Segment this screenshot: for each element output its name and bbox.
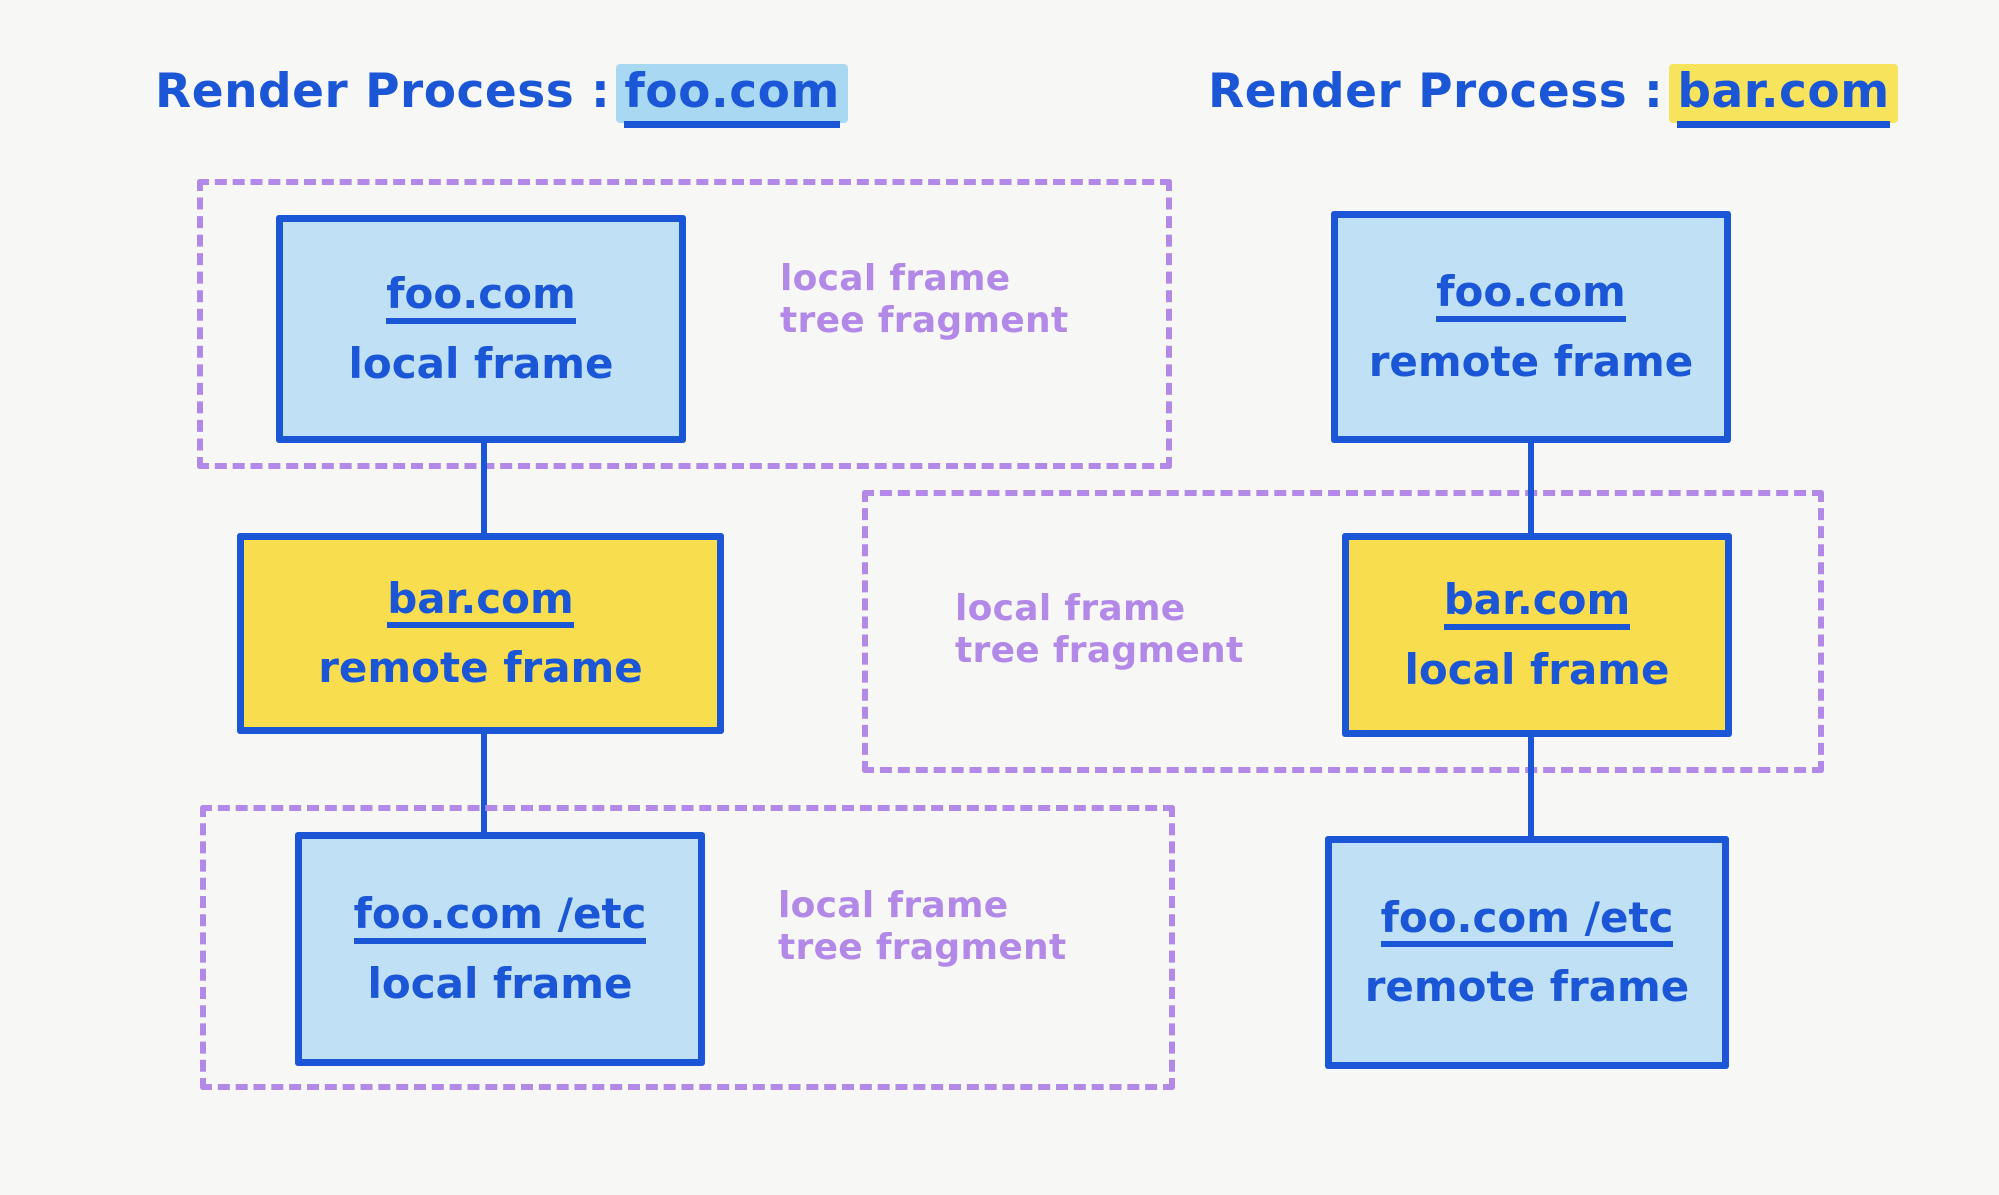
- frame-url: foo.com /etc: [353, 892, 647, 944]
- frame-url: foo.com /etc: [1380, 895, 1674, 947]
- process-title-foo: Render Process : foo.com: [155, 62, 848, 128]
- frame-kind: local frame: [1404, 644, 1670, 694]
- frame-url: foo.com: [1436, 270, 1626, 322]
- frame-box-left-bar-remote[interactable]: bar.com remote frame: [237, 533, 724, 734]
- process-title-bar-host: bar.com: [1677, 64, 1890, 128]
- fragment-region-middle: [862, 490, 1824, 773]
- frame-box-left-fooetc-local[interactable]: foo.com /etc local frame: [295, 832, 705, 1066]
- fragment-caption-left-bottom: local frame tree fragment: [778, 885, 1067, 969]
- frame-kind: remote frame: [1368, 336, 1694, 386]
- highlight-marker-blue: [616, 64, 848, 123]
- fragment-caption-left-top: local frame tree fragment: [780, 258, 1069, 342]
- frame-box-right-bar-local[interactable]: bar.com local frame: [1342, 533, 1732, 737]
- frame-url: bar.com: [1443, 578, 1631, 630]
- frame-box-right-fooetc-remote[interactable]: foo.com /etc remote frame: [1325, 836, 1729, 1069]
- frame-kind: remote frame: [1364, 962, 1690, 1011]
- frame-url: foo.com: [386, 272, 576, 324]
- process-title-bar-host-wrap: bar.com: [1669, 62, 1898, 128]
- fragment-caption-middle: local frame tree fragment: [955, 588, 1244, 672]
- frame-url: bar.com: [387, 576, 574, 628]
- connector-right-1-2: [1528, 440, 1534, 540]
- connector-right-2-3: [1528, 733, 1534, 840]
- frame-kind: remote frame: [318, 643, 643, 692]
- frame-kind: local frame: [367, 958, 633, 1008]
- connector-left-1-2: [481, 440, 487, 550]
- fragment-region-left-top: [197, 179, 1172, 469]
- process-title-foo-host-wrap: foo.com: [616, 62, 848, 128]
- process-title-bar-label: Render Process :: [1208, 64, 1664, 119]
- fragment-region-left-bottom: [200, 805, 1175, 1090]
- connector-left-2-3: [481, 730, 487, 840]
- process-title-foo-host: foo.com: [624, 64, 840, 128]
- process-title-foo-label: Render Process :: [155, 64, 611, 119]
- frame-kind: local frame: [348, 338, 614, 388]
- frame-box-left-foo-local[interactable]: foo.com local frame: [276, 215, 686, 443]
- highlight-marker-yellow: [1669, 64, 1898, 123]
- frame-box-right-foo-remote[interactable]: foo.com remote frame: [1331, 211, 1731, 443]
- process-title-bar: Render Process : bar.com: [1208, 62, 1898, 128]
